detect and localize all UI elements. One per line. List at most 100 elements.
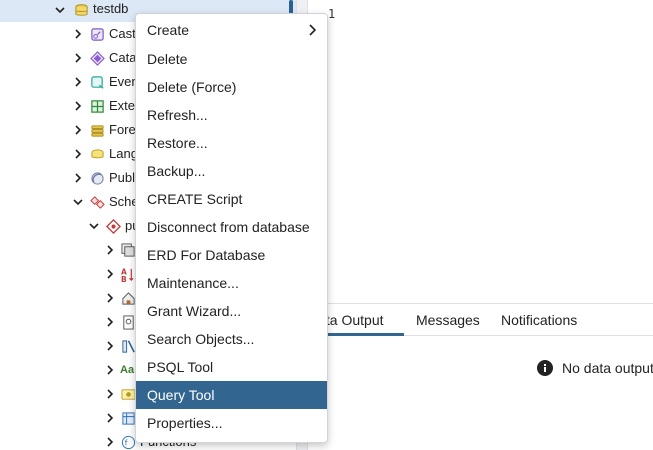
tree-node[interactable] bbox=[0, 334, 296, 358]
tree-node-label: Aa bbox=[120, 364, 135, 376]
menu-item-label: Create bbox=[147, 22, 190, 38]
menu-item-grant-wizard[interactable]: Grant Wizard... bbox=[136, 297, 327, 325]
chevron-right-icon[interactable] bbox=[104, 340, 116, 352]
tree-node[interactable]: Exte bbox=[0, 94, 296, 118]
database-icon bbox=[73, 2, 89, 18]
menu-item-maintenance[interactable]: Maintenance... bbox=[136, 269, 327, 297]
chevron-right-icon[interactable] bbox=[104, 412, 116, 424]
chevron-right-icon bbox=[309, 24, 317, 36]
tree-node[interactable]: Even bbox=[0, 70, 296, 94]
menu-item-label: Properties... bbox=[147, 415, 223, 431]
fts-parser-icon bbox=[120, 338, 136, 354]
tree-node[interactable]: Aa bbox=[0, 358, 296, 382]
menu-item-refresh[interactable]: Refresh... bbox=[136, 101, 327, 129]
fts-dictionary-icon bbox=[120, 314, 136, 330]
menu-item-delete-force[interactable]: Delete (Force) bbox=[136, 73, 327, 101]
menu-item-label: Search Objects... bbox=[147, 331, 255, 347]
fts-configuration-icon bbox=[120, 290, 136, 306]
menu-item-label: Query Tool bbox=[147, 387, 215, 403]
tree-node[interactable] bbox=[0, 382, 296, 406]
chevron-right-icon[interactable] bbox=[104, 316, 116, 328]
chevron-right-icon[interactable] bbox=[104, 436, 116, 448]
menu-item-restore[interactable]: Restore... bbox=[136, 129, 327, 157]
tree-node-label: Sche bbox=[109, 194, 139, 209]
info-icon bbox=[537, 360, 553, 376]
schema-icon bbox=[105, 218, 121, 234]
chevron-right-icon[interactable] bbox=[72, 52, 84, 64]
tree-node-label: Cata bbox=[109, 50, 137, 65]
tree-node[interactable]: Fore bbox=[0, 118, 296, 142]
chevron-right-icon[interactable] bbox=[104, 244, 116, 256]
collation-icon bbox=[120, 242, 136, 258]
catalog-icon bbox=[89, 50, 105, 66]
tree-node[interactable]: Publ bbox=[0, 166, 296, 190]
foreign-data-wrapper-icon bbox=[89, 122, 105, 138]
tree-node-label: Lang bbox=[109, 146, 138, 161]
tree-node-label: Fore bbox=[109, 122, 136, 137]
menu-item-disconnect-from-database[interactable]: Disconnect from database bbox=[136, 213, 327, 241]
chevron-right-icon[interactable] bbox=[104, 268, 116, 280]
extension-icon bbox=[89, 98, 105, 114]
line-number: 1 bbox=[328, 7, 336, 21]
query-editor[interactable]: 1 bbox=[308, 0, 653, 300]
tree-node[interactable]: Lang bbox=[0, 142, 296, 166]
menu-item-label: Grant Wizard... bbox=[147, 303, 242, 319]
menu-item-delete[interactable]: Delete bbox=[136, 45, 327, 73]
menu-item-label: PSQL Tool bbox=[147, 359, 214, 375]
tab-messages[interactable]: Messages bbox=[416, 312, 480, 328]
results-tabs: Data Output Messages Notifications bbox=[302, 304, 653, 336]
foreign-table-icon bbox=[120, 386, 136, 402]
empty-message: No data output. bbox=[562, 360, 653, 376]
svg-text:A: A bbox=[121, 267, 127, 276]
tree-node[interactable]: Cast bbox=[0, 22, 296, 46]
menu-item-label: Restore... bbox=[147, 135, 208, 151]
menu-item-label: Refresh... bbox=[147, 107, 208, 123]
menu-item-label: Delete (Force) bbox=[147, 79, 237, 95]
function-table-icon bbox=[120, 410, 136, 426]
functions-icon: f bbox=[120, 434, 136, 450]
chevron-right-icon[interactable] bbox=[104, 364, 116, 376]
tree-node-label: Even bbox=[109, 74, 139, 89]
menu-item-properties[interactable]: Properties... bbox=[136, 409, 327, 437]
empty-state: No data output. bbox=[537, 360, 653, 376]
tree-node[interactable] bbox=[0, 238, 296, 262]
tree-node[interactable] bbox=[0, 286, 296, 310]
menu-item-psql-tool[interactable]: PSQL Tool bbox=[136, 353, 327, 381]
publication-icon bbox=[89, 170, 105, 186]
chevron-right-icon[interactable] bbox=[72, 172, 84, 184]
chevron-right-icon[interactable] bbox=[72, 28, 84, 40]
chevron-right-icon[interactable] bbox=[72, 76, 84, 88]
event-trigger-icon bbox=[89, 74, 105, 90]
tab-notifications[interactable]: Notifications bbox=[501, 312, 578, 328]
chevron-down-icon[interactable] bbox=[54, 4, 66, 16]
chevron-right-icon[interactable] bbox=[72, 124, 84, 136]
menu-item-create[interactable]: Create bbox=[136, 16, 327, 44]
chevron-down-icon[interactable] bbox=[72, 196, 84, 208]
menu-item-erd-for-database[interactable]: ERD For Database bbox=[136, 241, 327, 269]
tree-node[interactable]: Cata bbox=[0, 46, 296, 70]
tree-node[interactable] bbox=[0, 310, 296, 334]
menu-item-query-tool[interactable]: Query Tool bbox=[136, 381, 327, 409]
menu-item-create-script[interactable]: CREATE Script bbox=[136, 185, 327, 213]
chevron-right-icon[interactable] bbox=[72, 148, 84, 160]
menu-item-label: Disconnect from database bbox=[147, 219, 310, 235]
tree-scrollbar[interactable] bbox=[289, 0, 293, 14]
tree-node[interactable] bbox=[0, 406, 296, 430]
results-panel: Data Output Messages Notifications No da… bbox=[302, 303, 653, 450]
svg-text:B: B bbox=[121, 275, 127, 282]
menu-item-backup[interactable]: Backup... bbox=[136, 157, 327, 185]
svg-text:f: f bbox=[124, 438, 127, 447]
chevron-down-icon[interactable] bbox=[88, 220, 100, 232]
menu-item-search-objects[interactable]: Search Objects... bbox=[136, 325, 327, 353]
chevron-right-icon[interactable] bbox=[72, 100, 84, 112]
cast-icon bbox=[89, 26, 105, 42]
chevron-right-icon[interactable] bbox=[104, 292, 116, 304]
menu-item-label: ERD For Database bbox=[147, 247, 266, 263]
menu-item-label: Maintenance... bbox=[147, 275, 239, 291]
tree-node-label: Cast bbox=[109, 26, 136, 41]
tree-node[interactable]: Sche bbox=[0, 190, 296, 214]
chevron-right-icon[interactable] bbox=[104, 388, 116, 400]
